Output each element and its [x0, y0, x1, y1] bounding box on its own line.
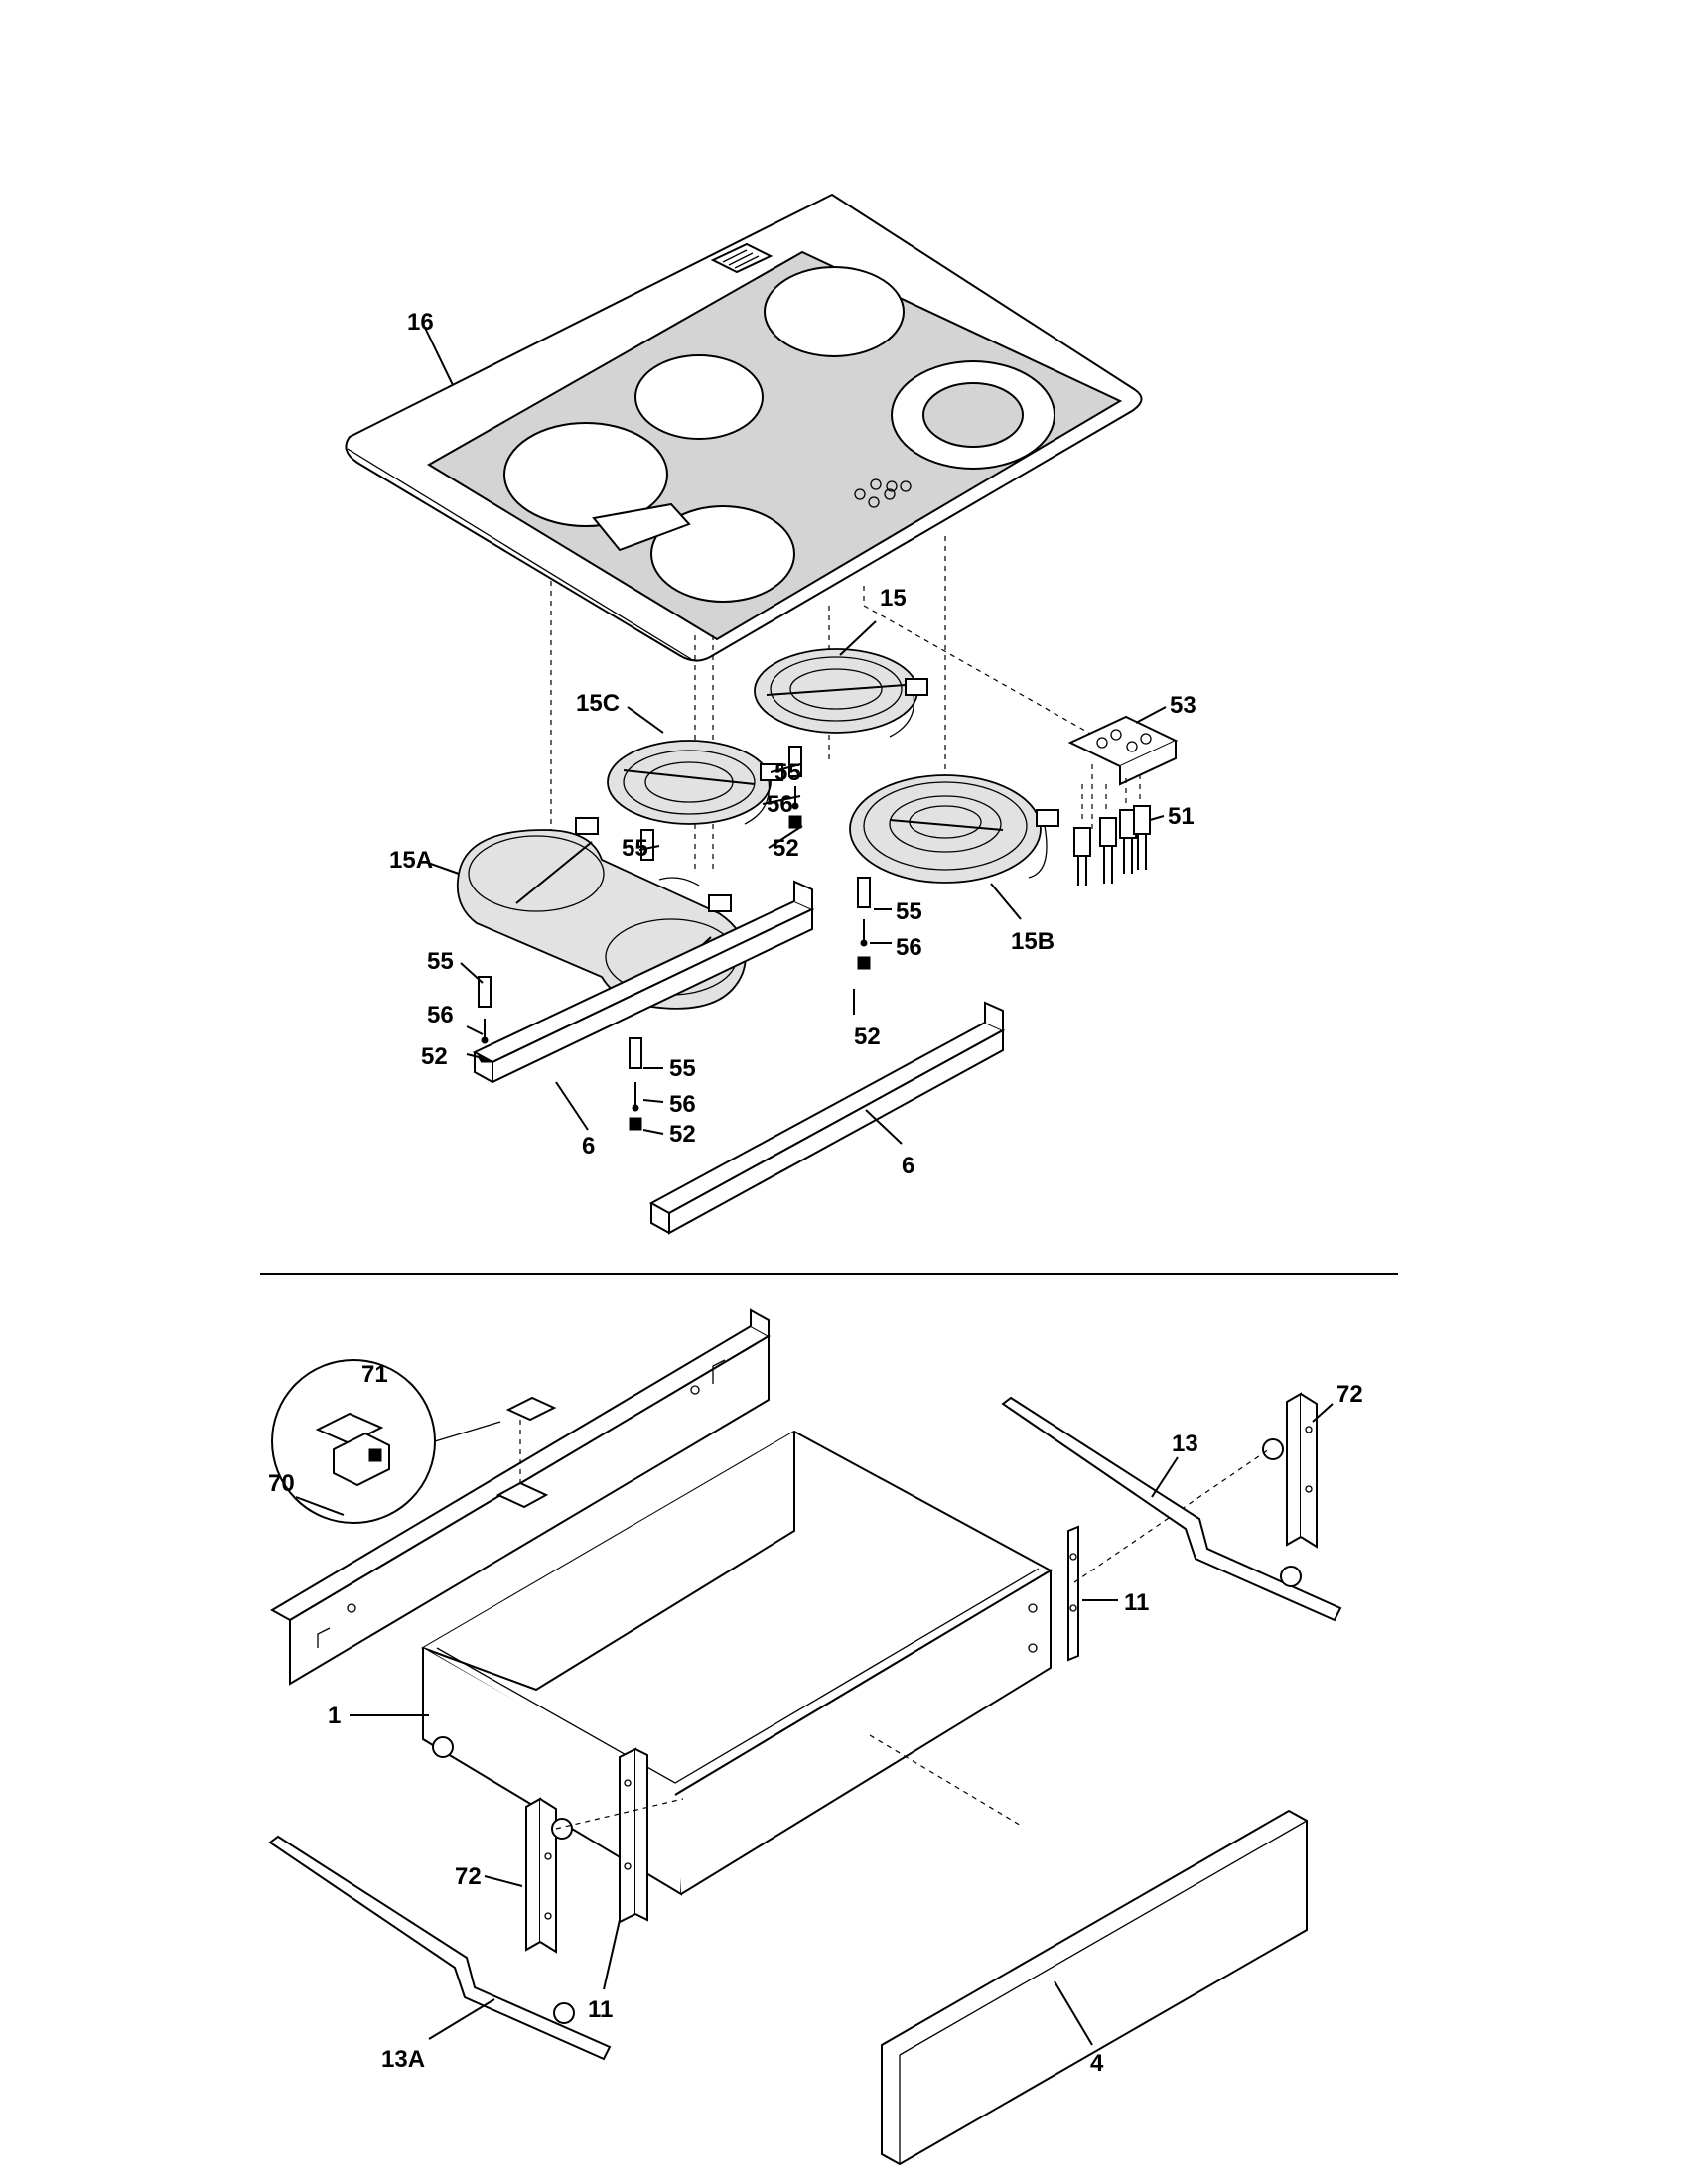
- callout-52-a: 52: [773, 835, 799, 862]
- callout-56-e: 56: [669, 1091, 696, 1118]
- callout-55-c: 55: [896, 898, 922, 925]
- bridge-zone: [592, 502, 691, 552]
- zone-front-center: [650, 505, 795, 603]
- callout-55-b: 55: [622, 835, 648, 862]
- zone-rear-left: [634, 354, 764, 440]
- callout-11-b: 11: [588, 1996, 613, 2023]
- callout-56-a: 56: [767, 791, 793, 818]
- callout-6-b: 6: [902, 1153, 914, 1179]
- support-bracket-6-left: [472, 880, 815, 1084]
- leader-lines: [295, 327, 1334, 2046]
- callout-51: 51: [1168, 803, 1195, 830]
- cooktop-top-part-16: [345, 193, 1143, 662]
- callout-55-a: 55: [774, 759, 801, 786]
- switch-bracket-part-53: [1067, 715, 1179, 786]
- callout-72-a: 72: [1336, 1381, 1363, 1408]
- callout-52-d: 52: [421, 1043, 448, 1070]
- latch-detail-part-71: [271, 1359, 557, 1524]
- callout-4: 4: [1090, 2050, 1104, 2077]
- roller-part-72-right: [1262, 1392, 1318, 1549]
- bracket-part-11-left: [619, 1747, 648, 1924]
- callout-53: 53: [1170, 692, 1196, 719]
- callout-15: 15: [880, 585, 907, 612]
- spacer-parts-55: [478, 746, 871, 1069]
- rail-part-13: [1001, 1396, 1342, 1622]
- drawer-front-part-4: [881, 1809, 1308, 2166]
- bracket-part-11-right: [1067, 1525, 1079, 1662]
- callout-55-e: 55: [669, 1055, 696, 1082]
- drawer-body-part-1: [421, 1430, 1054, 1896]
- element-part-15: [754, 648, 928, 738]
- rail-part-13a: [268, 1835, 612, 2061]
- callout-15b: 15B: [1011, 928, 1055, 955]
- callout-15c: 15C: [576, 690, 620, 717]
- element-part-15b: [849, 774, 1059, 884]
- roller-part-72-left: [525, 1797, 573, 1954]
- callout-16: 16: [407, 309, 434, 336]
- drawer-assembly: [268, 1308, 1342, 2166]
- callout-70: 70: [268, 1470, 295, 1497]
- zone-rear-right: [764, 266, 905, 357]
- callout-52-c: 52: [854, 1024, 881, 1050]
- callout-15a: 15A: [389, 847, 433, 874]
- cooktop-assembly: [345, 193, 1179, 1235]
- callout-56-d: 56: [427, 1002, 454, 1028]
- callout-11-a: 11: [1124, 1589, 1149, 1616]
- screw-parts-56: [481, 786, 868, 1112]
- callout-13a: 13A: [381, 2046, 425, 2073]
- callout-55-d: 55: [427, 948, 454, 975]
- callout-56-c: 56: [896, 934, 922, 961]
- callout-labels: 16 15 15C 53 55 56 52 51 15A 55 55 15B 5…: [268, 309, 1363, 2077]
- callout-52-e: 52: [669, 1121, 696, 1148]
- vent-grille: [710, 242, 774, 274]
- zone-front-left: [503, 422, 668, 527]
- support-bracket-6-right: [648, 1001, 1006, 1235]
- callout-1: 1: [328, 1703, 341, 1729]
- callout-72-b: 72: [455, 1863, 482, 1890]
- callout-6-a: 6: [582, 1133, 595, 1160]
- callout-13: 13: [1172, 1431, 1198, 1457]
- callout-71: 71: [361, 1361, 388, 1388]
- switches-part-51: [1073, 774, 1151, 886]
- element-part-15c: [607, 740, 783, 825]
